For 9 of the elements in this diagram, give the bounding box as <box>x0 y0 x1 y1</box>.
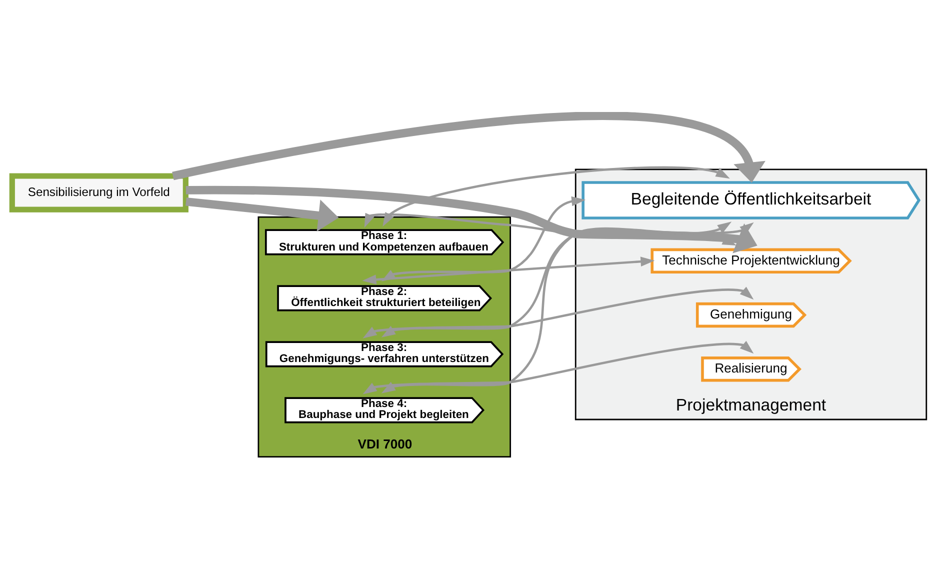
arrow <box>362 286 754 338</box>
node-box: Sensibilisierung im Vorfeld <box>9 172 188 212</box>
arrow <box>382 166 730 226</box>
arrow <box>362 340 754 394</box>
arrow <box>172 112 766 182</box>
arrow <box>362 256 655 284</box>
arrow <box>364 212 737 245</box>
arrow <box>186 196 339 231</box>
arrow <box>186 185 758 253</box>
